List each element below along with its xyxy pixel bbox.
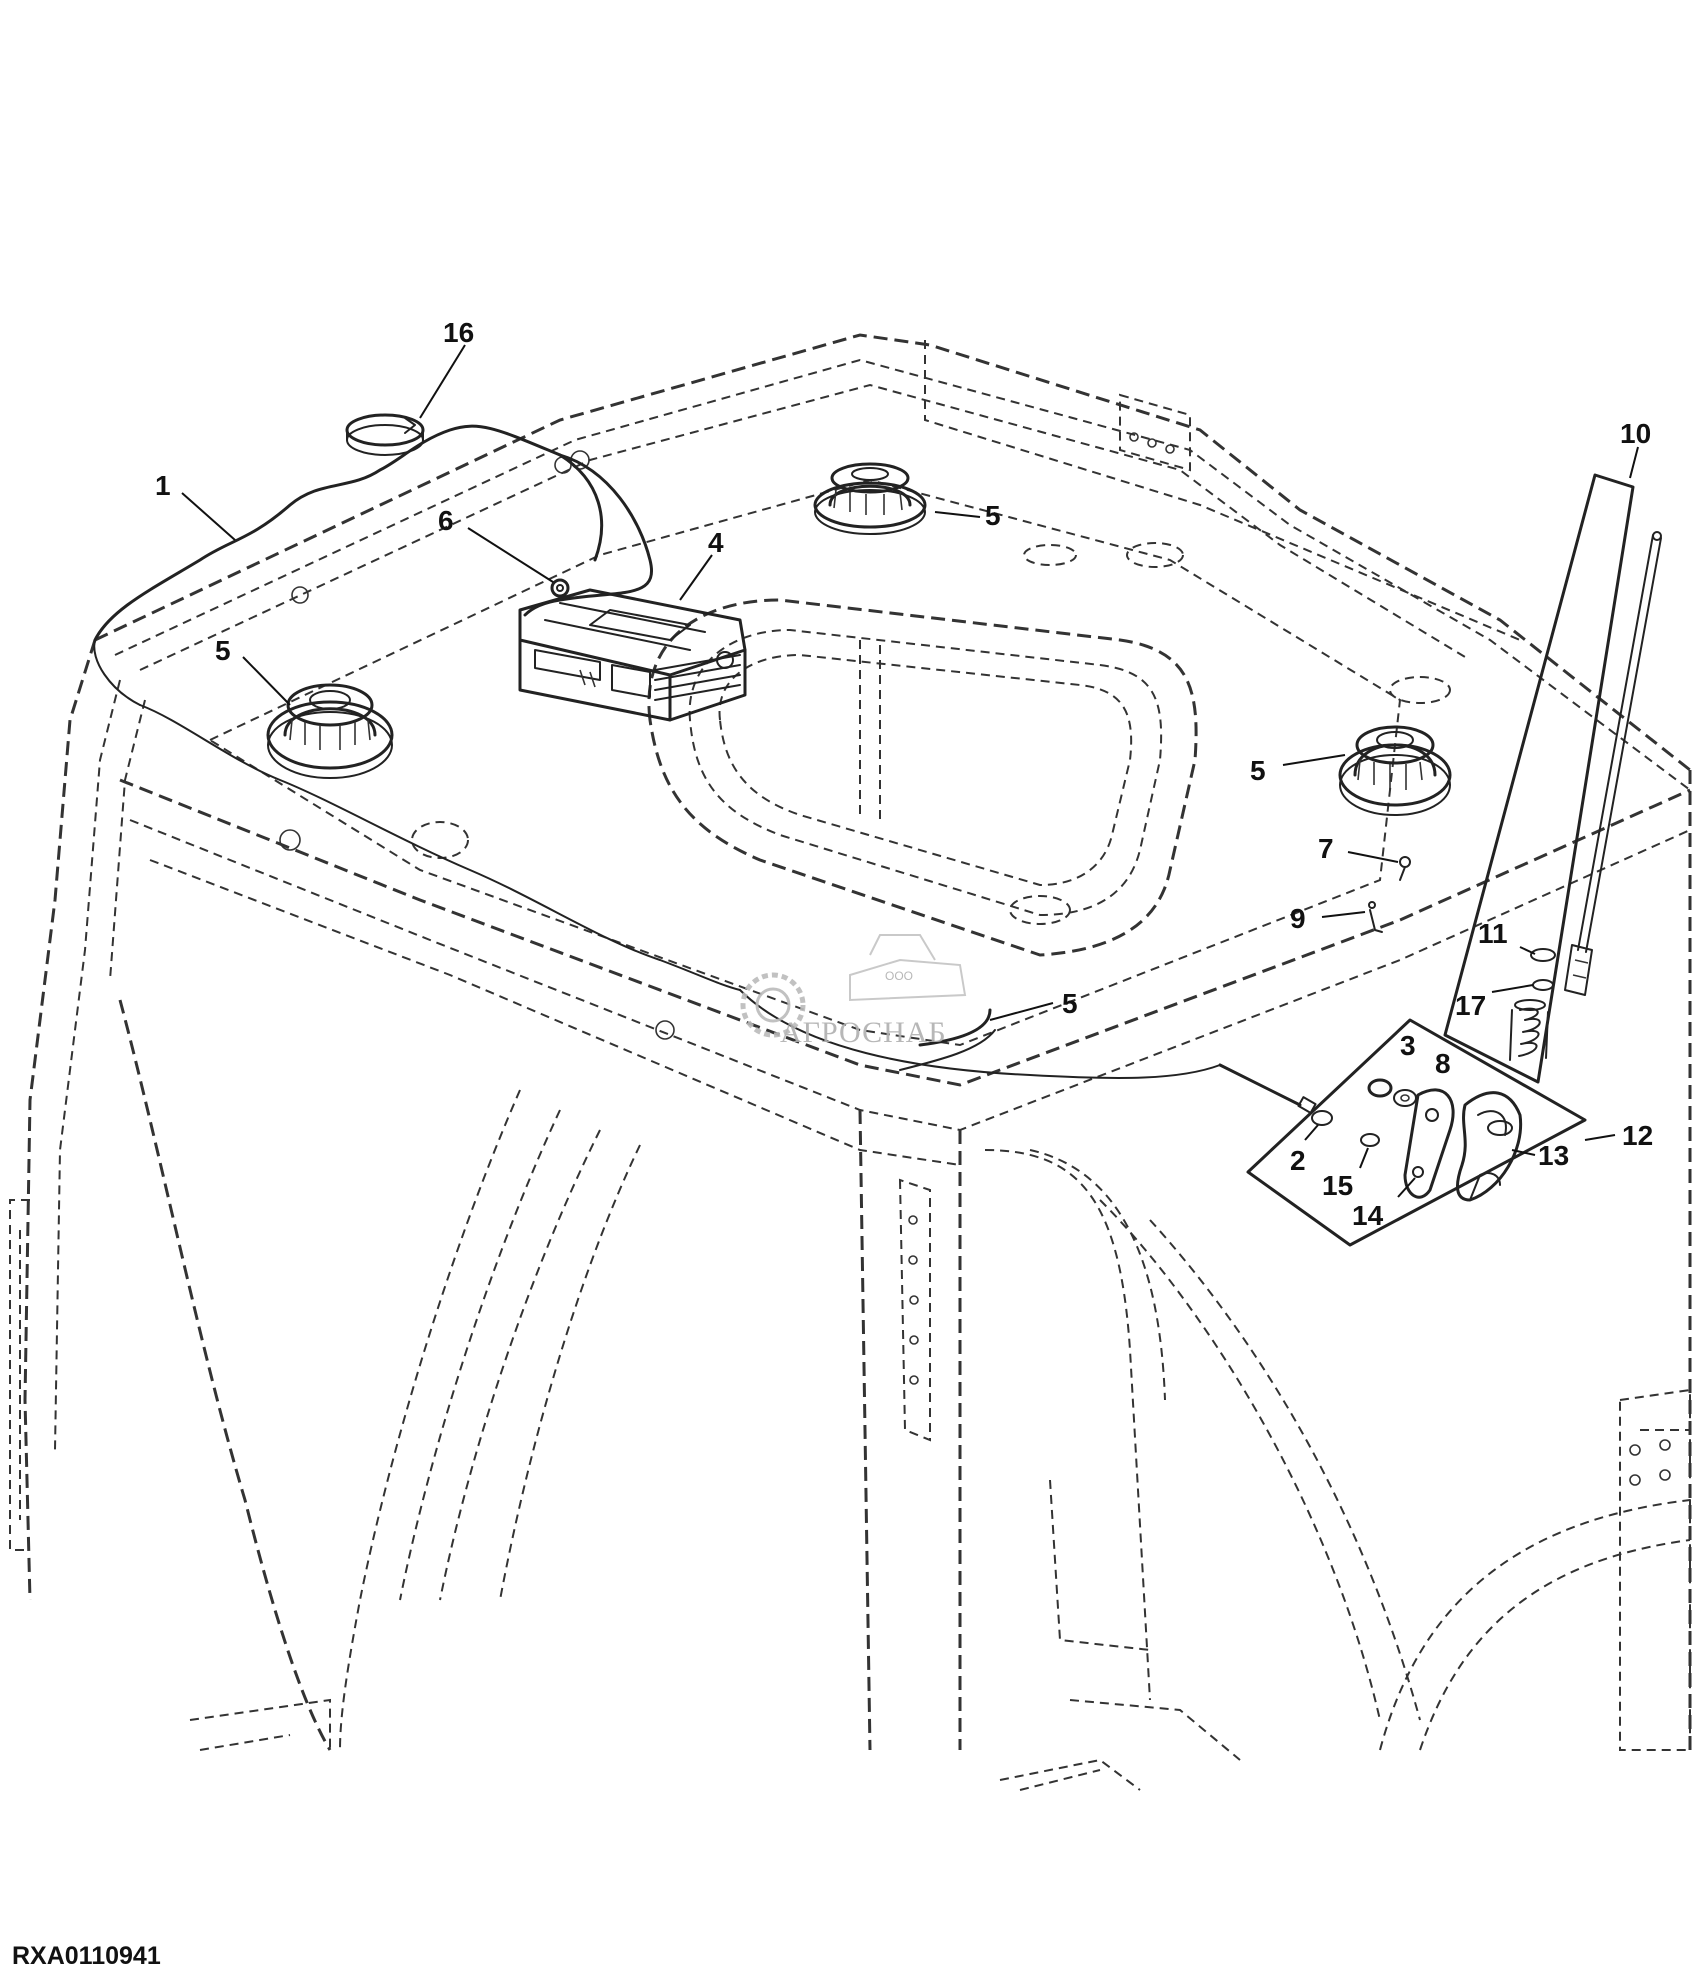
callout-number: 2 xyxy=(1290,1145,1306,1176)
callout-3: 3 xyxy=(1400,1030,1416,1061)
mount-kit-box xyxy=(1246,1018,1587,1247)
callout-number: 15 xyxy=(1322,1170,1353,1201)
antenna-box xyxy=(1443,473,1662,1084)
callout-10: 10 xyxy=(1620,418,1651,479)
callout-number: 8 xyxy=(1435,1048,1451,1079)
cab-frame-lower xyxy=(9,999,1691,1791)
callout-number: 7 xyxy=(1318,833,1334,864)
callout-7: 7 xyxy=(1318,833,1399,864)
callout-6: 6 xyxy=(438,505,554,583)
callout-number: 12 xyxy=(1622,1120,1653,1151)
watermark-logo: ООО АГРОСНАБ xyxy=(740,934,967,1049)
callout-number: 13 xyxy=(1538,1140,1569,1171)
bushing xyxy=(550,578,570,598)
speaker-rear-right xyxy=(1338,725,1452,816)
screw xyxy=(1399,856,1411,881)
callout-number: 5 xyxy=(1062,988,1078,1019)
watermark-brand: АГРОСНАБ xyxy=(780,1016,947,1049)
callout-number: 17 xyxy=(1455,990,1486,1021)
radio-unit xyxy=(518,588,747,722)
callout-11: 11 xyxy=(1478,918,1536,955)
callout-15: 15 xyxy=(1322,1147,1369,1201)
callout-number: 6 xyxy=(438,505,454,536)
callout-1: 1 xyxy=(155,470,236,541)
callout-5a: 5 xyxy=(934,500,1001,531)
callout-number: 5 xyxy=(985,500,1001,531)
speaker-rear-left xyxy=(813,462,927,535)
callout-number: 9 xyxy=(1290,903,1306,934)
callout-5c: 5 xyxy=(1250,754,1346,786)
figure-id: RXA0110941 xyxy=(12,1942,161,1970)
callout-number: 4 xyxy=(708,527,724,558)
callout-number: 3 xyxy=(1400,1030,1416,1061)
callout-number: 5 xyxy=(1250,755,1266,786)
cable-tie xyxy=(345,413,425,456)
callout-number: 10 xyxy=(1620,418,1651,449)
callout-number: 1 xyxy=(155,470,171,501)
callout-2: 2 xyxy=(1290,1124,1319,1176)
callout-14: 14 xyxy=(1352,1177,1416,1231)
callout-5b: 5 xyxy=(215,635,291,706)
callout-16: 16 xyxy=(419,317,474,419)
callout-5d: 5 xyxy=(989,988,1078,1021)
callout-number: 11 xyxy=(1478,918,1508,949)
callout-number: 14 xyxy=(1352,1200,1384,1231)
wiring-harness xyxy=(93,424,1317,1114)
callout-9: 9 xyxy=(1290,903,1366,934)
callout-number: 5 xyxy=(215,635,231,666)
callout-17: 17 xyxy=(1455,984,1534,1021)
callout-8: 8 xyxy=(1435,1048,1451,1079)
callout-number: 16 xyxy=(443,317,474,348)
speaker-front-left xyxy=(266,683,394,779)
watermark-prefix: ООО xyxy=(885,969,913,983)
callout-4: 4 xyxy=(679,527,724,601)
clip xyxy=(1368,901,1383,933)
callout-13: 13 xyxy=(1511,1140,1569,1171)
callout-12: 12 xyxy=(1584,1120,1653,1151)
speaker-front-right xyxy=(899,1008,996,1071)
